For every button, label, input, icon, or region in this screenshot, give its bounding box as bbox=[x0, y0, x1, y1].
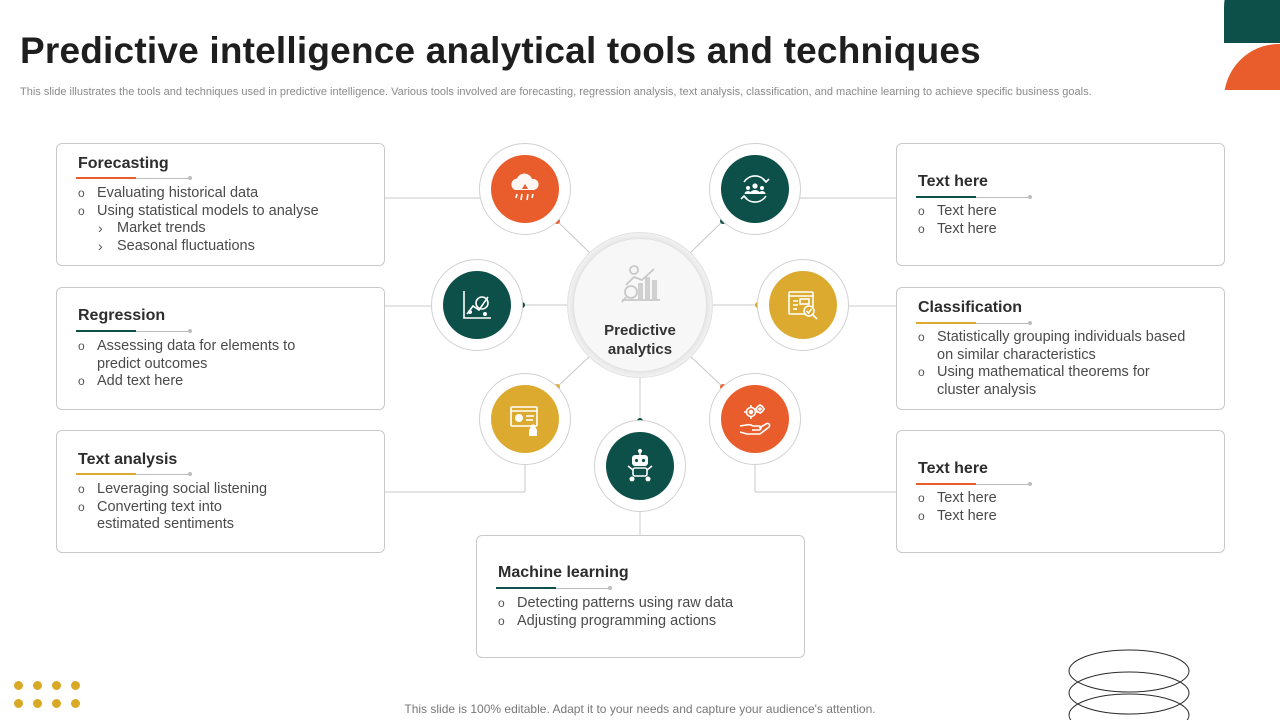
text-here-list-2: Text here Text here bbox=[918, 490, 997, 525]
machine-learning-card: Machine learning Detecting patterns usin… bbox=[476, 535, 805, 658]
list-item: Text here bbox=[918, 203, 997, 221]
title-underline bbox=[76, 328, 192, 333]
text-analysis-card: Text analysis Leveraging social listenin… bbox=[56, 430, 385, 553]
list-item: Text here bbox=[918, 490, 997, 508]
forecasting-list: Evaluating historical data Using statist… bbox=[78, 185, 319, 256]
list-item: Detecting patterns using raw data bbox=[498, 595, 733, 613]
text-here-title-2: Text here bbox=[918, 460, 988, 477]
machine-learning-title: Machine learning bbox=[498, 564, 629, 581]
text-here-list-1: Text here Text here bbox=[918, 203, 997, 238]
list-item: Text here bbox=[918, 221, 997, 239]
classification-list: Statistically grouping individuals based… bbox=[918, 329, 1185, 400]
robot-icon bbox=[606, 432, 674, 500]
forecasting-title: Forecasting bbox=[78, 155, 169, 172]
title-underline bbox=[916, 194, 1032, 199]
forecasting-icon-ring bbox=[479, 143, 571, 235]
machine-learning-icon-ring bbox=[594, 420, 686, 512]
title-underline bbox=[916, 320, 1032, 325]
analytics-chart-icon bbox=[621, 265, 660, 303]
text-analysis-icon-ring bbox=[479, 373, 571, 465]
regression-icon-ring bbox=[431, 259, 523, 351]
center-label: Predictive analytics bbox=[604, 322, 676, 358]
list-item: Using statistical models to analyse bbox=[78, 203, 319, 221]
regression-card: Regression Assessing data for elements t… bbox=[56, 287, 385, 410]
title-underline bbox=[76, 471, 192, 476]
list-item: Evaluating historical data bbox=[78, 185, 319, 203]
text-here-card-2: Text here Text here Text here bbox=[896, 430, 1225, 553]
list-item: Leveraging social listening bbox=[78, 481, 267, 499]
text-here-title-1: Text here bbox=[918, 173, 988, 190]
page-title: Predictive intelligence analytical tools… bbox=[20, 30, 981, 71]
regression-chart-icon bbox=[443, 271, 511, 339]
classification-icon-ring bbox=[757, 259, 849, 351]
forecasting-card: Forecasting Evaluating historical data U… bbox=[56, 143, 385, 266]
list-item: Statistically grouping individuals based… bbox=[918, 329, 1185, 364]
classification-title: Classification bbox=[918, 299, 1023, 316]
report-magnifier-icon bbox=[769, 271, 837, 339]
text-here-card-1: Text here Text here Text here bbox=[896, 143, 1225, 266]
text-analysis-list: Leveraging social listening Converting t… bbox=[78, 481, 267, 534]
corner-decoration bbox=[1224, 0, 1280, 90]
text-here-icon-ring-2 bbox=[709, 373, 801, 465]
text-analysis-title: Text analysis bbox=[78, 451, 178, 468]
title-underline bbox=[496, 585, 612, 590]
document-analysis-icon bbox=[491, 385, 559, 453]
list-item: Add text here bbox=[78, 373, 295, 391]
weather-forecast-icon bbox=[491, 155, 559, 223]
classification-card: Classification Statistically grouping in… bbox=[896, 287, 1225, 410]
footer-note: This slide is 100% editable. Adapt it to… bbox=[404, 702, 876, 716]
title-underline bbox=[916, 481, 1032, 486]
page-subtitle: This slide illustrates the tools and tec… bbox=[20, 86, 1092, 98]
text-here-icon-ring-1 bbox=[709, 143, 801, 235]
center-hub: Predictive analytics bbox=[567, 232, 713, 378]
regression-title: Regression bbox=[78, 307, 166, 324]
gears-hand-icon bbox=[721, 385, 789, 453]
sub-list-item: Seasonal fluctuations bbox=[78, 238, 319, 256]
list-item: Adjusting programming actions bbox=[498, 613, 733, 631]
team-cycle-icon bbox=[721, 155, 789, 223]
rings-decoration bbox=[1068, 649, 1190, 720]
sub-list-item: Market trends bbox=[78, 220, 319, 238]
list-item: Text here bbox=[918, 508, 997, 526]
title-underline bbox=[76, 175, 192, 180]
machine-learning-list: Detecting patterns using raw data Adjust… bbox=[498, 595, 733, 630]
